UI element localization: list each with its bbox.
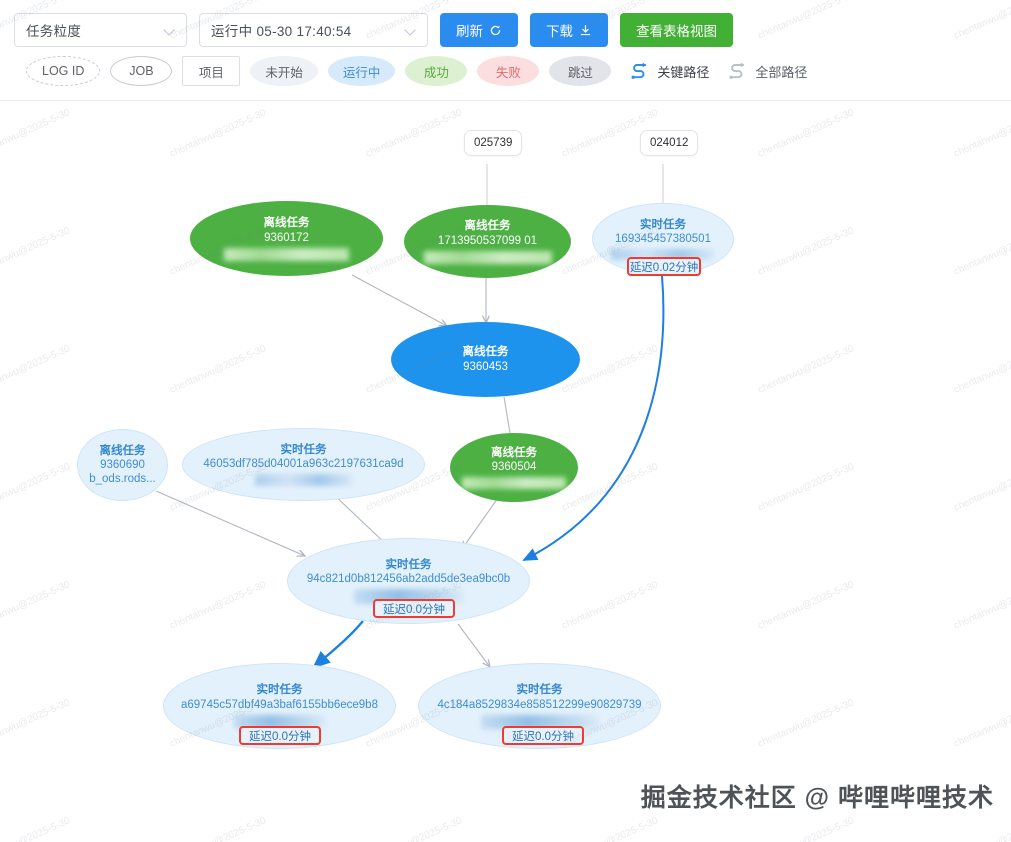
- status-legend-row: LOG ID JOB 项目 未开始 运行中 成功 失败 跳过 关键路径: [26, 56, 807, 86]
- filter-pill-job[interactable]: JOB: [110, 56, 173, 86]
- delay-badge-a69745c57: 延迟0.0分钟: [239, 726, 321, 745]
- node-type-label: 离线任务: [263, 217, 310, 230]
- node-badge-025739[interactable]: 025739: [464, 130, 523, 156]
- dag-edges: [155, 164, 665, 669]
- refresh-button-label: 刷新: [456, 24, 483, 39]
- legend-critical-path[interactable]: 关键路径: [629, 61, 709, 81]
- edge-9360504-to-94c821d0b: [462, 494, 501, 549]
- table-view-button-label: 查看表格视图: [636, 24, 717, 39]
- chevron-down-icon: [405, 25, 416, 36]
- node-type-label: 实时任务: [516, 684, 563, 697]
- filter-pill-log-id[interactable]: LOG ID: [26, 56, 101, 86]
- toolbar: 任务粒度 运行中 05-30 17:40:54 刷新 下载: [0, 0, 1011, 101]
- node-offline-9360504[interactable]: 离线任务 9360504: [450, 433, 578, 502]
- download-button[interactable]: 下载: [530, 13, 608, 47]
- node-detail-blurred: [233, 714, 326, 729]
- runstate-select[interactable]: 运行中 05-30 17:40:54: [199, 13, 428, 47]
- edge-9360172-to-9360453: [351, 274, 447, 326]
- all-path-icon: [729, 62, 745, 79]
- node-detail-blurred: [254, 474, 353, 487]
- node-badge-024012[interactable]: 024012: [640, 130, 699, 156]
- filter-pill-success[interactable]: 成功: [405, 56, 468, 86]
- node-rt-94c821d0b[interactable]: 实时任务 94c821d0b812456ab2add5de3ea9bc0b: [287, 538, 530, 624]
- node-rt-46053df785[interactable]: 实时任务 46053df785d04001a963c2197631ca9d: [182, 428, 425, 501]
- node-id-label: 9360504: [491, 461, 537, 473]
- filter-pill-running[interactable]: 运行中: [327, 56, 396, 86]
- legend-critical-path-label: 关键路径: [657, 64, 710, 80]
- filter-pill-fail[interactable]: 失败: [477, 56, 540, 86]
- site-watermark: 掘金技术社区 @ 哔哩哔哩技术: [640, 784, 994, 812]
- node-type-label: 实时任务: [280, 443, 327, 456]
- edge-critical-94c821d0b-to-a69745c57: [312, 620, 364, 669]
- node-id-label: 4c184a8529834e858512299e90829739: [437, 698, 642, 711]
- node-type-label: 实时任务: [640, 218, 686, 231]
- filter-pill-project[interactable]: 项目: [182, 56, 241, 86]
- node-detail-blurred: [224, 247, 349, 261]
- filter-pill-skip[interactable]: 跳过: [549, 56, 612, 86]
- edge-94c821d0b-to-4c184a852: [457, 623, 490, 667]
- node-type-label: 离线任务: [491, 446, 537, 459]
- node-detail-label: b_ods.rods...: [89, 473, 156, 485]
- node-id-label: 9360690: [100, 458, 145, 471]
- granularity-select[interactable]: 任务粒度: [14, 13, 187, 47]
- node-type-label: 离线任务: [99, 444, 146, 457]
- node-offline-1713950537099[interactable]: 离线任务 1713950537099 01: [404, 205, 571, 278]
- critical-path-icon: [631, 62, 647, 79]
- chevron-down-icon: [164, 25, 175, 36]
- node-detail-blurred: [611, 249, 715, 261]
- table-view-button[interactable]: 查看表格视图: [620, 13, 733, 47]
- node-id-label: a69745c57dbf49a3baf6155bb6ece9b8: [181, 698, 378, 711]
- node-offline-9360690[interactable]: 离线任务 9360690 b_ods.rods...: [77, 429, 168, 501]
- refresh-icon: [490, 25, 501, 35]
- runstate-select-value: 运行中 05-30 17:40:54: [211, 24, 352, 39]
- refresh-button[interactable]: 刷新: [440, 13, 518, 47]
- node-offline-9360172[interactable]: 离线任务 9360172: [190, 201, 383, 276]
- download-icon: [580, 24, 591, 35]
- delay-badge-169345457380501: 延迟0.02分钟: [627, 257, 701, 276]
- node-id-label: 1713950537099 01: [437, 234, 538, 247]
- granularity-select-value: 任务粒度: [26, 24, 82, 39]
- download-button-label: 下载: [546, 24, 573, 39]
- node-type-label: 离线任务: [462, 346, 509, 359]
- node-id-label: 46053df785d04001a963c2197631ca9d: [203, 458, 404, 470]
- delay-badge-4c184a852: 延迟0.0分钟: [502, 726, 584, 745]
- delay-badge-94c821d0b: 延迟0.0分钟: [373, 599, 455, 618]
- node-detail-blurred: [423, 250, 552, 264]
- node-type-label: 实时任务: [385, 558, 432, 571]
- edge-9360690-to-94c821d0b: [155, 490, 305, 556]
- legend-all-path-label: 全部路径: [755, 64, 808, 80]
- edge-critical-169345457380501-to-94c821d0b: [522, 275, 665, 561]
- node-type-label: 实时任务: [256, 684, 303, 697]
- node-type-label: 离线任务: [464, 220, 511, 233]
- node-id-label: 169345457380501: [615, 233, 711, 245]
- node-offline-9360453[interactable]: 离线任务 9360453: [391, 322, 580, 397]
- node-id-label: 9360172: [264, 231, 309, 244]
- node-detail-blurred: [480, 714, 599, 729]
- node-id-label: 9360453: [463, 360, 508, 373]
- dag-canvas[interactable]: 025739 024012 离线任务 9360172 离线任务 17139505…: [0, 101, 1011, 842]
- legend-all-path[interactable]: 全部路径: [727, 61, 807, 81]
- node-id-label: 94c821d0b812456ab2add5de3ea9bc0b: [306, 573, 511, 585]
- node-detail-blurred: [462, 477, 566, 490]
- filter-pill-not-start[interactable]: 未开始: [250, 56, 318, 86]
- toolbar-primary-row: 任务粒度 运行中 05-30 17:40:54 刷新 下载: [14, 13, 733, 47]
